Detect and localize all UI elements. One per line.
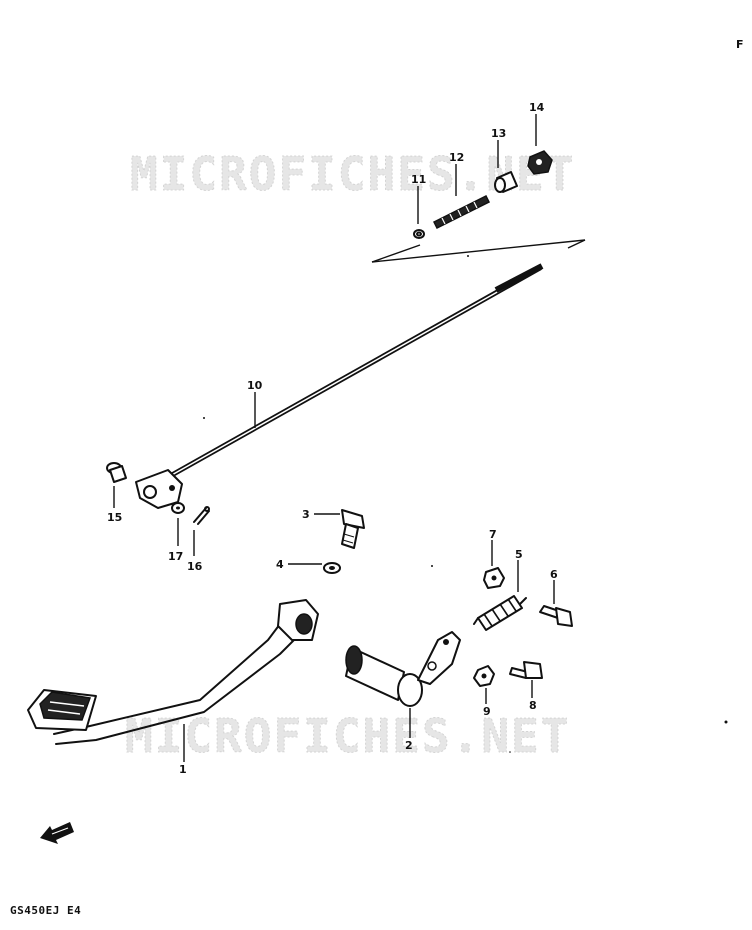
diagram-code: GS450EJ E4 (10, 904, 82, 917)
callout-2: 2 (405, 739, 413, 752)
callout-14: 14 (529, 101, 545, 114)
part-15-clevis-pin (106, 462, 127, 483)
callout-15: 15 (107, 511, 122, 524)
watermark-top: MICROFICHES.NET (130, 147, 575, 201)
front-direction-arrow-icon (40, 822, 74, 844)
part-4-washer (323, 562, 341, 574)
part-16-cotter-pin (193, 506, 210, 525)
callout-10: 10 (247, 379, 263, 392)
callout-9: 9 (483, 705, 491, 718)
watermark-bottom: MICROFICHES.NET (125, 709, 570, 763)
callout-6: 6 (550, 568, 558, 581)
callout-13: 13 (491, 127, 506, 140)
callout-7: 7 (489, 528, 497, 541)
callout-1: 1 (179, 763, 187, 776)
part-5-spring (473, 595, 527, 631)
part-13-collar (494, 171, 518, 193)
part-3-bolt (341, 509, 365, 549)
part-2-pedal-shaft (345, 631, 461, 707)
scan-speckles (203, 255, 728, 753)
part-6-bolt (539, 605, 573, 627)
callout-17: 17 (168, 550, 183, 563)
callout-8: 8 (529, 699, 537, 712)
callout-16: 16 (187, 560, 203, 573)
part-11-washer (413, 229, 425, 239)
callout-3: 3 (302, 508, 310, 521)
part-10-brake-rod (135, 263, 544, 509)
callout-11: 11 (411, 173, 426, 186)
part-17-washer (171, 502, 185, 514)
callout-12: 12 (449, 151, 464, 164)
part-12-spring (432, 194, 491, 230)
part-14-nut (527, 150, 553, 175)
callout-5: 5 (515, 548, 523, 561)
part-8-bolt (509, 661, 543, 679)
part-9-nut (473, 665, 495, 687)
part-1-brake-pedal (27, 599, 319, 745)
guide-wedge (371, 239, 586, 263)
leader-lines (113, 114, 555, 762)
corner-mark: F (736, 38, 744, 51)
part-7-nut (483, 567, 505, 589)
callout-4: 4 (276, 558, 284, 571)
